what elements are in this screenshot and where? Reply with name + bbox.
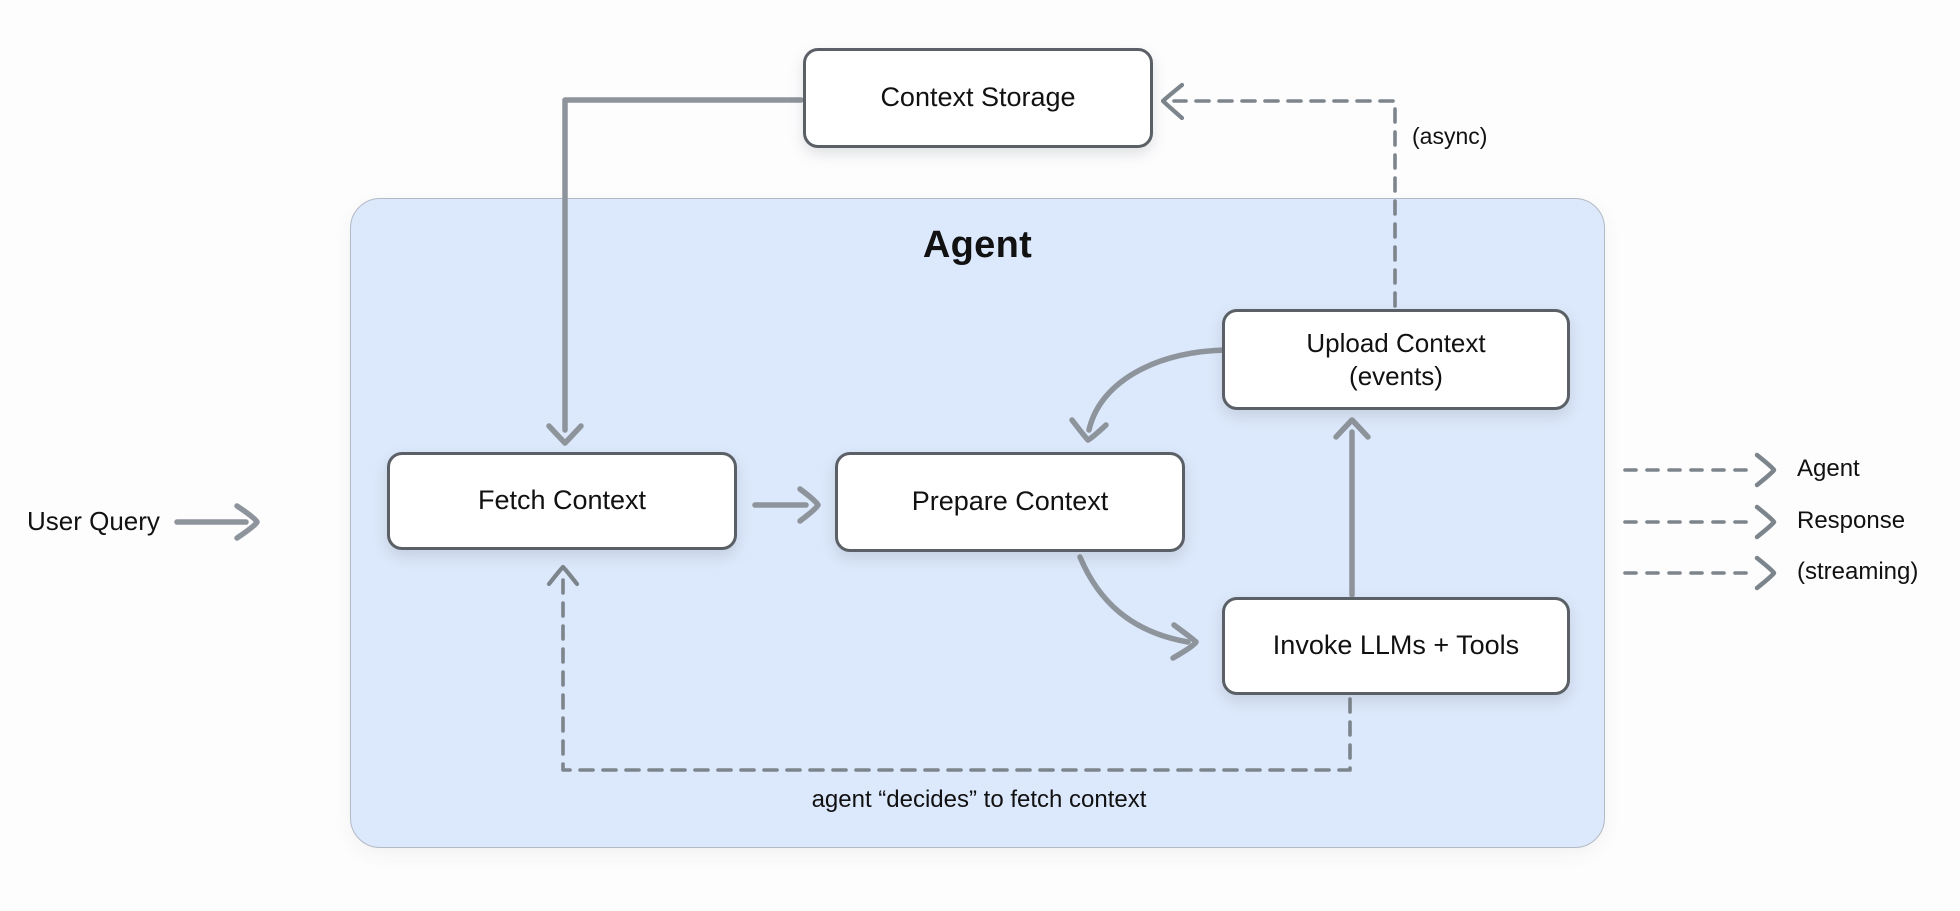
label-agent-decides: agent “decides” to fetch context (811, 786, 1147, 813)
arrow-output-agent (1623, 452, 1777, 488)
node-context-storage-label: Context Storage (880, 82, 1076, 113)
arrow-user-query (174, 503, 260, 541)
node-invoke-llms-tools: Invoke LLMs + Tools (1222, 597, 1570, 695)
label-output-agent: Agent (1797, 455, 1860, 482)
node-prepare-context-label: Prepare Context (911, 486, 1109, 517)
arrow-output-streaming (1623, 555, 1777, 591)
arrow-upload-to-prepare (1069, 347, 1228, 443)
node-invoke-llms-tools-label: Invoke LLMs + Tools (1272, 630, 1520, 661)
arrow-fetch-to-prepare (752, 486, 821, 524)
arrow-invoke-to-upload (1333, 417, 1371, 598)
arrow-prepare-to-invoke (1077, 554, 1199, 661)
arrow-storage-to-fetch (546, 97, 804, 446)
arrow-decides-loop (546, 564, 1352, 772)
node-fetch-context: Fetch Context (387, 452, 737, 550)
node-upload-context-label-line1: Upload Context (1306, 328, 1486, 358)
node-prepare-context: Prepare Context (835, 452, 1185, 552)
node-fetch-context-label: Fetch Context (477, 485, 647, 516)
node-upload-context-label-line2: (events) (1349, 360, 1443, 391)
arrow-output-response (1623, 504, 1777, 540)
arrow-async-upload-to-storage (1160, 82, 1397, 308)
label-user-query: User Query (27, 506, 160, 536)
label-output-streaming: (streaming) (1797, 558, 1919, 585)
label-output-response: Response (1797, 507, 1906, 534)
agent-group-title: Agent (922, 224, 1033, 266)
node-upload-context: Upload Context (events) (1222, 309, 1570, 410)
node-context-storage: Context Storage (803, 48, 1153, 148)
label-async: (async) (1412, 123, 1488, 149)
